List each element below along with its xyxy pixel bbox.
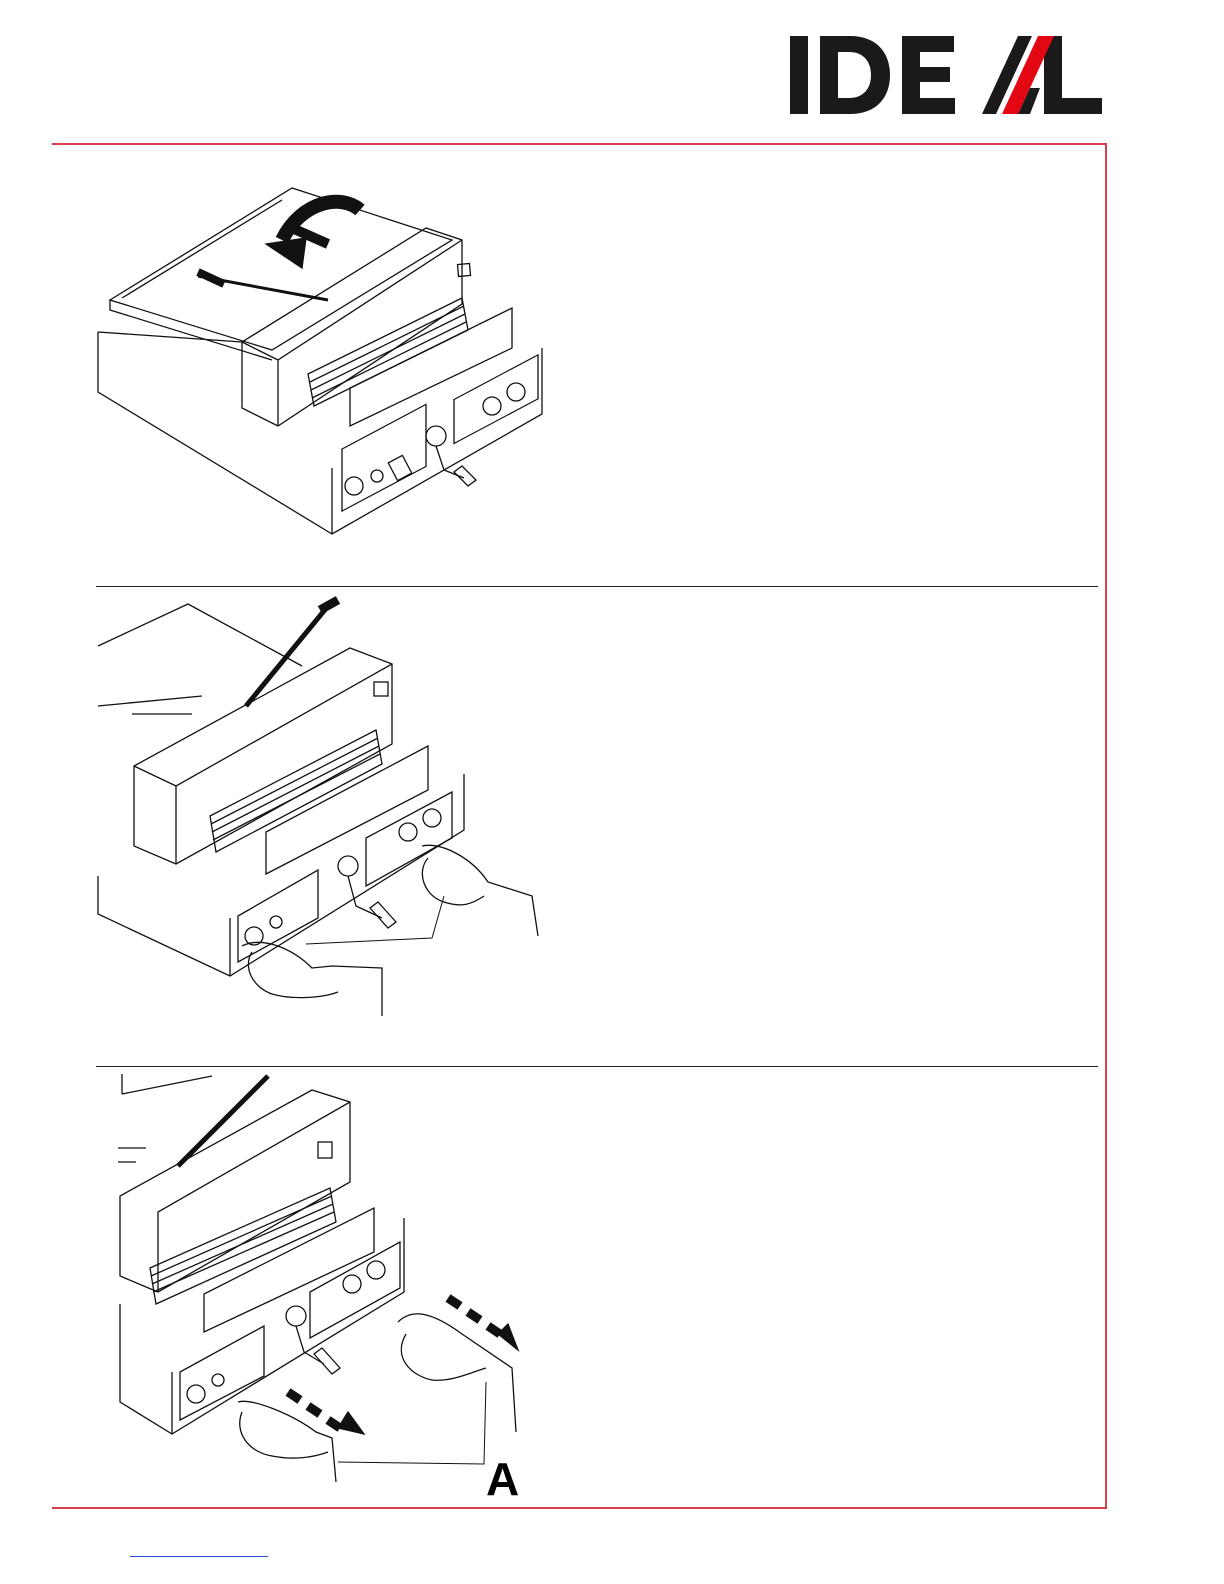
frame-bottom-line [52,1507,1107,1509]
guillotine-wrench-illustration [92,180,552,540]
callout-label-a: A [486,1456,519,1502]
guillotine-release-illustration [92,1072,552,1504]
ideal-logo [786,34,1108,116]
section-divider [96,1066,1098,1067]
section-divider [96,586,1098,587]
guillotine-two-hand-illustration [92,596,552,1026]
footer-link[interactable] [130,1556,268,1557]
frame-right-line [1105,143,1107,1509]
frame-top-line [52,143,1107,145]
